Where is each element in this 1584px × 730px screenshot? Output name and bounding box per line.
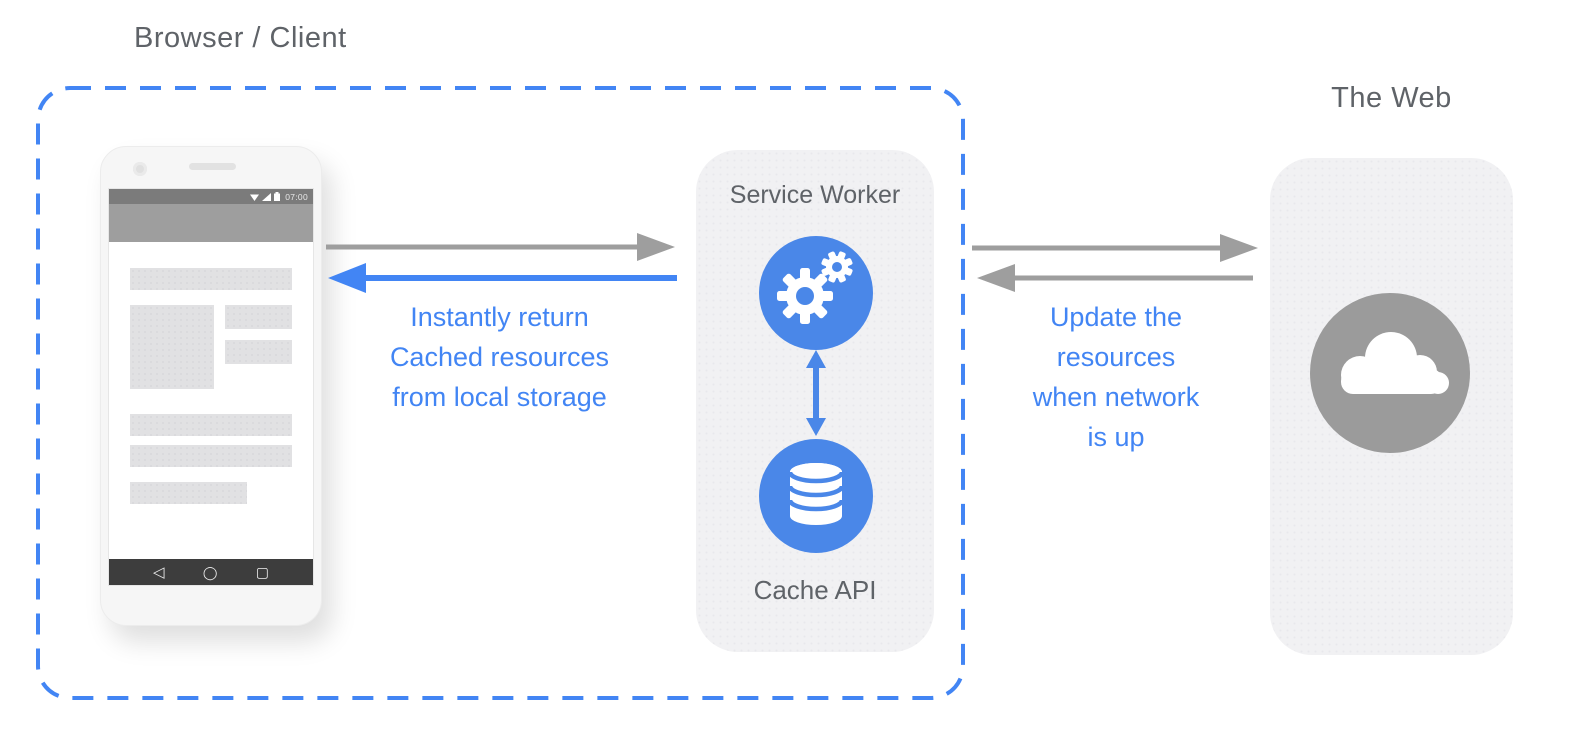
cache-return-annotation: Instantly return Cached resources from l… [377,297,622,417]
phone-camera-icon [133,162,147,176]
service-worker-panel: Service Worker [696,150,934,652]
status-time: 07:00 [285,191,308,202]
wireframe-bar [130,482,247,504]
arrow-sw-to-phone [328,263,677,293]
cloud-icon [1341,332,1449,394]
web-circle [1310,293,1470,453]
browser-client-title: Browser / Client [134,22,347,54]
cache-api-label: Cache API [753,575,877,605]
annotation-line: is up [1087,422,1145,452]
service-worker-label: Service Worker [729,181,901,209]
annotation-line: from local storage [392,382,607,412]
wireframe-image-block [130,305,214,389]
phone-mockup: 07:00 ◁ ◯ ▢ [100,146,322,626]
phone-speaker [189,163,236,170]
battery-icon [274,192,281,201]
wireframe-bar [130,414,292,436]
annotation-line: Update the [1049,302,1183,332]
wireframe-bar [130,445,292,467]
annotation-line: when network [1032,382,1200,412]
wireframe-bar [225,305,292,329]
service-worker-circle [759,236,873,350]
the-web-panel [1270,158,1513,655]
wireframe-bar [225,340,292,364]
signal-icon [262,192,272,201]
arrow-sw-to-web [972,234,1258,262]
phone-wireframe-content [109,242,313,559]
android-back-icon: ◁ [153,563,165,581]
android-home-icon: ◯ [202,564,218,580]
wifi-icon [250,194,260,201]
phone-screen: 07:00 ◁ ◯ ▢ [108,188,314,586]
annotation-line: Instantly return [410,302,589,332]
phone-app-bar [109,204,313,242]
network-update-annotation: Update the resources when network is up [996,297,1236,457]
phone-nav-bar: ◁ ◯ ▢ [109,559,313,585]
database-icon [787,463,845,525]
the-web-title: The Web [1331,82,1452,114]
phone-status-bar: 07:00 [109,189,313,204]
gears-icon [777,251,853,324]
annotation-line: resources [1056,342,1176,372]
android-recents-icon: ▢ [255,564,269,580]
annotation-line: Cached resources [389,342,610,372]
cache-api-circle [759,439,873,553]
arrow-phone-to-sw [326,233,675,261]
arrow-web-to-sw [977,264,1253,292]
wireframe-bar [130,268,292,290]
